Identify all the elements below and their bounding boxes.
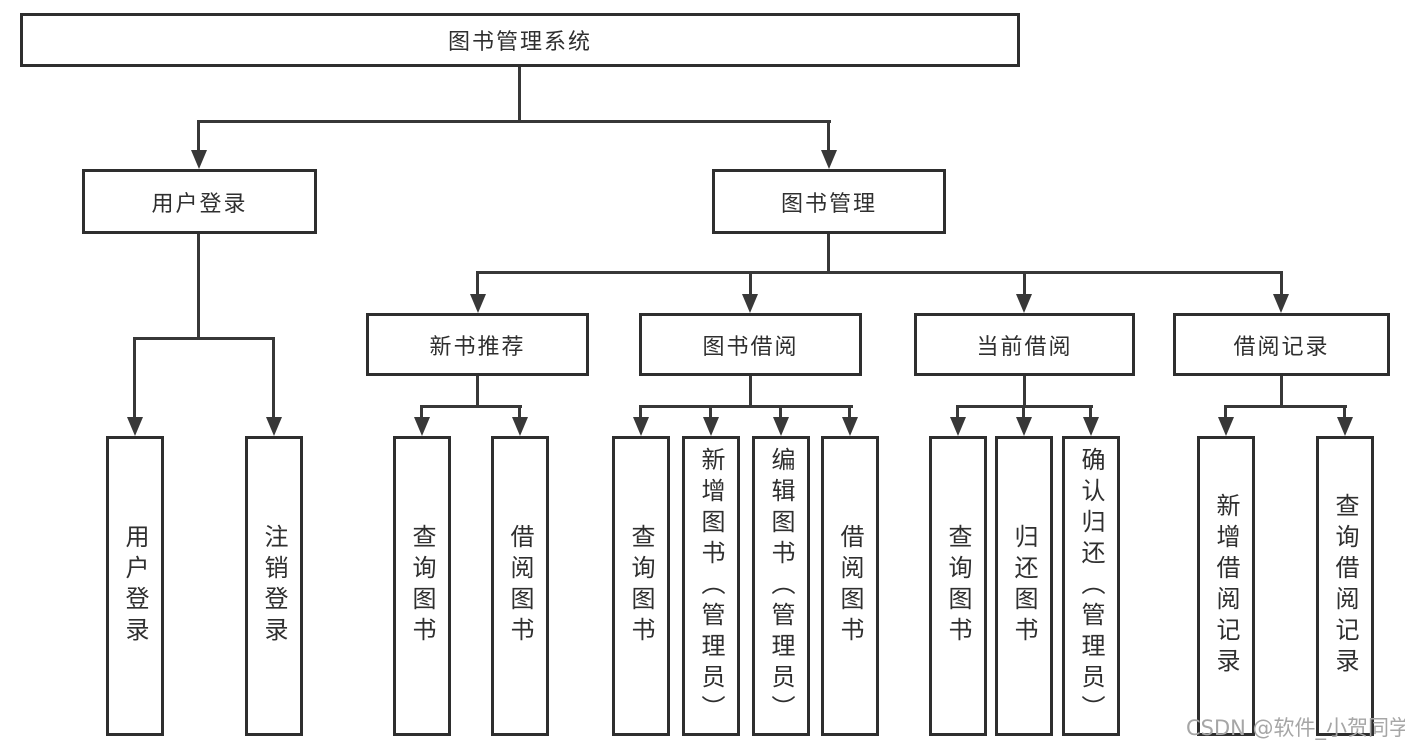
arrow-down-icon bbox=[1273, 294, 1289, 313]
leaf-query-books-borrow: 查询图书 bbox=[612, 436, 670, 736]
connector-line bbox=[749, 376, 752, 408]
arrow-down-icon bbox=[266, 417, 282, 436]
connector-line bbox=[848, 405, 851, 419]
node-library-system-label: 图书管理系统 bbox=[447, 30, 592, 55]
node-new-book-recommendation: 新书推荐 bbox=[366, 313, 589, 376]
leaf-add-books-admin-label: 新增图书（管理员） bbox=[697, 446, 725, 726]
connector-line bbox=[639, 405, 853, 408]
connector-line bbox=[1224, 405, 1347, 408]
leaf-return-books-label: 归还图书 bbox=[1010, 524, 1038, 648]
leaf-user-login-label: 用户登录 bbox=[121, 524, 149, 648]
leaf-query-borrow-record: 查询借阅记录 bbox=[1316, 436, 1374, 736]
leaf-borrow-books-label: 借阅图书 bbox=[836, 524, 864, 648]
connector-line bbox=[827, 120, 830, 152]
leaf-query-books-current-label: 查询图书 bbox=[944, 524, 972, 648]
leaf-borrow-books-recommend: 借阅图书 bbox=[491, 436, 549, 736]
connector-line bbox=[197, 234, 200, 340]
leaf-add-borrow-record-label: 新增借阅记录 bbox=[1212, 493, 1240, 679]
connector-line bbox=[1280, 271, 1283, 296]
leaf-query-books-recommend-label: 查询图书 bbox=[408, 524, 436, 648]
arrow-down-icon bbox=[1218, 417, 1234, 436]
connector-line bbox=[956, 405, 959, 419]
arrow-down-icon bbox=[1016, 417, 1032, 436]
connector-line bbox=[133, 337, 136, 419]
leaf-add-borrow-record: 新增借阅记录 bbox=[1197, 436, 1255, 736]
arrow-down-icon bbox=[470, 294, 486, 313]
node-book-management-label: 图书管理 bbox=[780, 191, 877, 217]
node-library-system: 图书管理系统 bbox=[20, 13, 1020, 67]
connector-line bbox=[476, 271, 1283, 274]
arrow-down-icon bbox=[633, 417, 649, 436]
leaf-confirm-return-admin-label: 确认归还（管理员） bbox=[1077, 446, 1105, 726]
connector-line bbox=[1023, 271, 1026, 296]
connector-line bbox=[827, 234, 830, 274]
node-user-login: 用户登录 bbox=[82, 169, 317, 234]
arrow-down-icon bbox=[773, 417, 789, 436]
node-book-management: 图书管理 bbox=[712, 169, 946, 234]
leaf-query-books-recommend: 查询图书 bbox=[393, 436, 451, 736]
node-book-borrowing-label: 图书借阅 bbox=[702, 334, 799, 360]
connector-line bbox=[1022, 405, 1025, 419]
node-new-book-recommendation-label: 新书推荐 bbox=[429, 334, 526, 360]
connector-line bbox=[749, 271, 752, 296]
leaf-edit-books-admin-label: 编辑图书（管理员） bbox=[767, 446, 795, 726]
watermark: CSDN @软件_小贺同学 bbox=[1186, 716, 1405, 740]
arrow-down-icon bbox=[1337, 417, 1353, 436]
connector-line bbox=[476, 376, 479, 408]
leaf-user-login: 用户登录 bbox=[106, 436, 164, 736]
leaf-query-books-current: 查询图书 bbox=[929, 436, 987, 736]
arrow-down-icon bbox=[127, 417, 143, 436]
connector-line bbox=[133, 337, 275, 340]
leaf-query-borrow-record-label: 查询借阅记录 bbox=[1331, 493, 1359, 679]
node-borrowing-records: 借阅记录 bbox=[1173, 313, 1390, 376]
connector-line bbox=[420, 405, 522, 408]
node-borrowing-records-label: 借阅记录 bbox=[1233, 334, 1330, 360]
leaf-borrow-books-recommend-label: 借阅图书 bbox=[506, 524, 534, 648]
leaf-confirm-return-admin: 确认归还（管理员） bbox=[1062, 436, 1120, 736]
leaf-query-books-borrow-label: 查询图书 bbox=[627, 524, 655, 648]
connector-line bbox=[1023, 376, 1026, 408]
arrow-down-icon bbox=[842, 417, 858, 436]
arrow-down-icon bbox=[414, 417, 430, 436]
connector-line bbox=[272, 337, 275, 419]
node-current-borrowing-label: 当前借阅 bbox=[976, 334, 1073, 360]
connector-line bbox=[420, 405, 423, 419]
leaf-edit-books-admin: 编辑图书（管理员） bbox=[752, 436, 810, 736]
connector-line bbox=[518, 405, 521, 419]
node-user-login-label: 用户登录 bbox=[151, 191, 248, 217]
arrow-down-icon bbox=[512, 417, 528, 436]
connector-line bbox=[518, 67, 521, 123]
arrow-down-icon bbox=[703, 417, 719, 436]
connector-line bbox=[1280, 376, 1283, 408]
connector-line bbox=[1343, 405, 1346, 419]
leaf-return-books: 归还图书 bbox=[995, 436, 1053, 736]
leaf-logout: 注销登录 bbox=[245, 436, 303, 736]
arrow-down-icon bbox=[1016, 294, 1032, 313]
node-current-borrowing: 当前借阅 bbox=[914, 313, 1135, 376]
connector-line bbox=[639, 405, 642, 419]
connector-line bbox=[779, 405, 782, 419]
connector-line bbox=[1224, 405, 1227, 419]
leaf-borrow-books: 借阅图书 bbox=[821, 436, 879, 736]
connector-line bbox=[709, 405, 712, 419]
connector-line bbox=[1089, 405, 1092, 419]
arrow-down-icon bbox=[950, 417, 966, 436]
arrow-down-icon bbox=[742, 294, 758, 313]
arrow-down-icon bbox=[1083, 417, 1099, 436]
connector-line bbox=[197, 120, 831, 123]
connector-line bbox=[476, 271, 479, 296]
leaf-logout-label: 注销登录 bbox=[260, 524, 288, 648]
connector-line bbox=[197, 120, 200, 152]
arrow-down-icon bbox=[821, 150, 837, 169]
arrow-down-icon bbox=[191, 150, 207, 169]
leaf-add-books-admin: 新增图书（管理员） bbox=[682, 436, 740, 736]
node-book-borrowing: 图书借阅 bbox=[639, 313, 862, 376]
